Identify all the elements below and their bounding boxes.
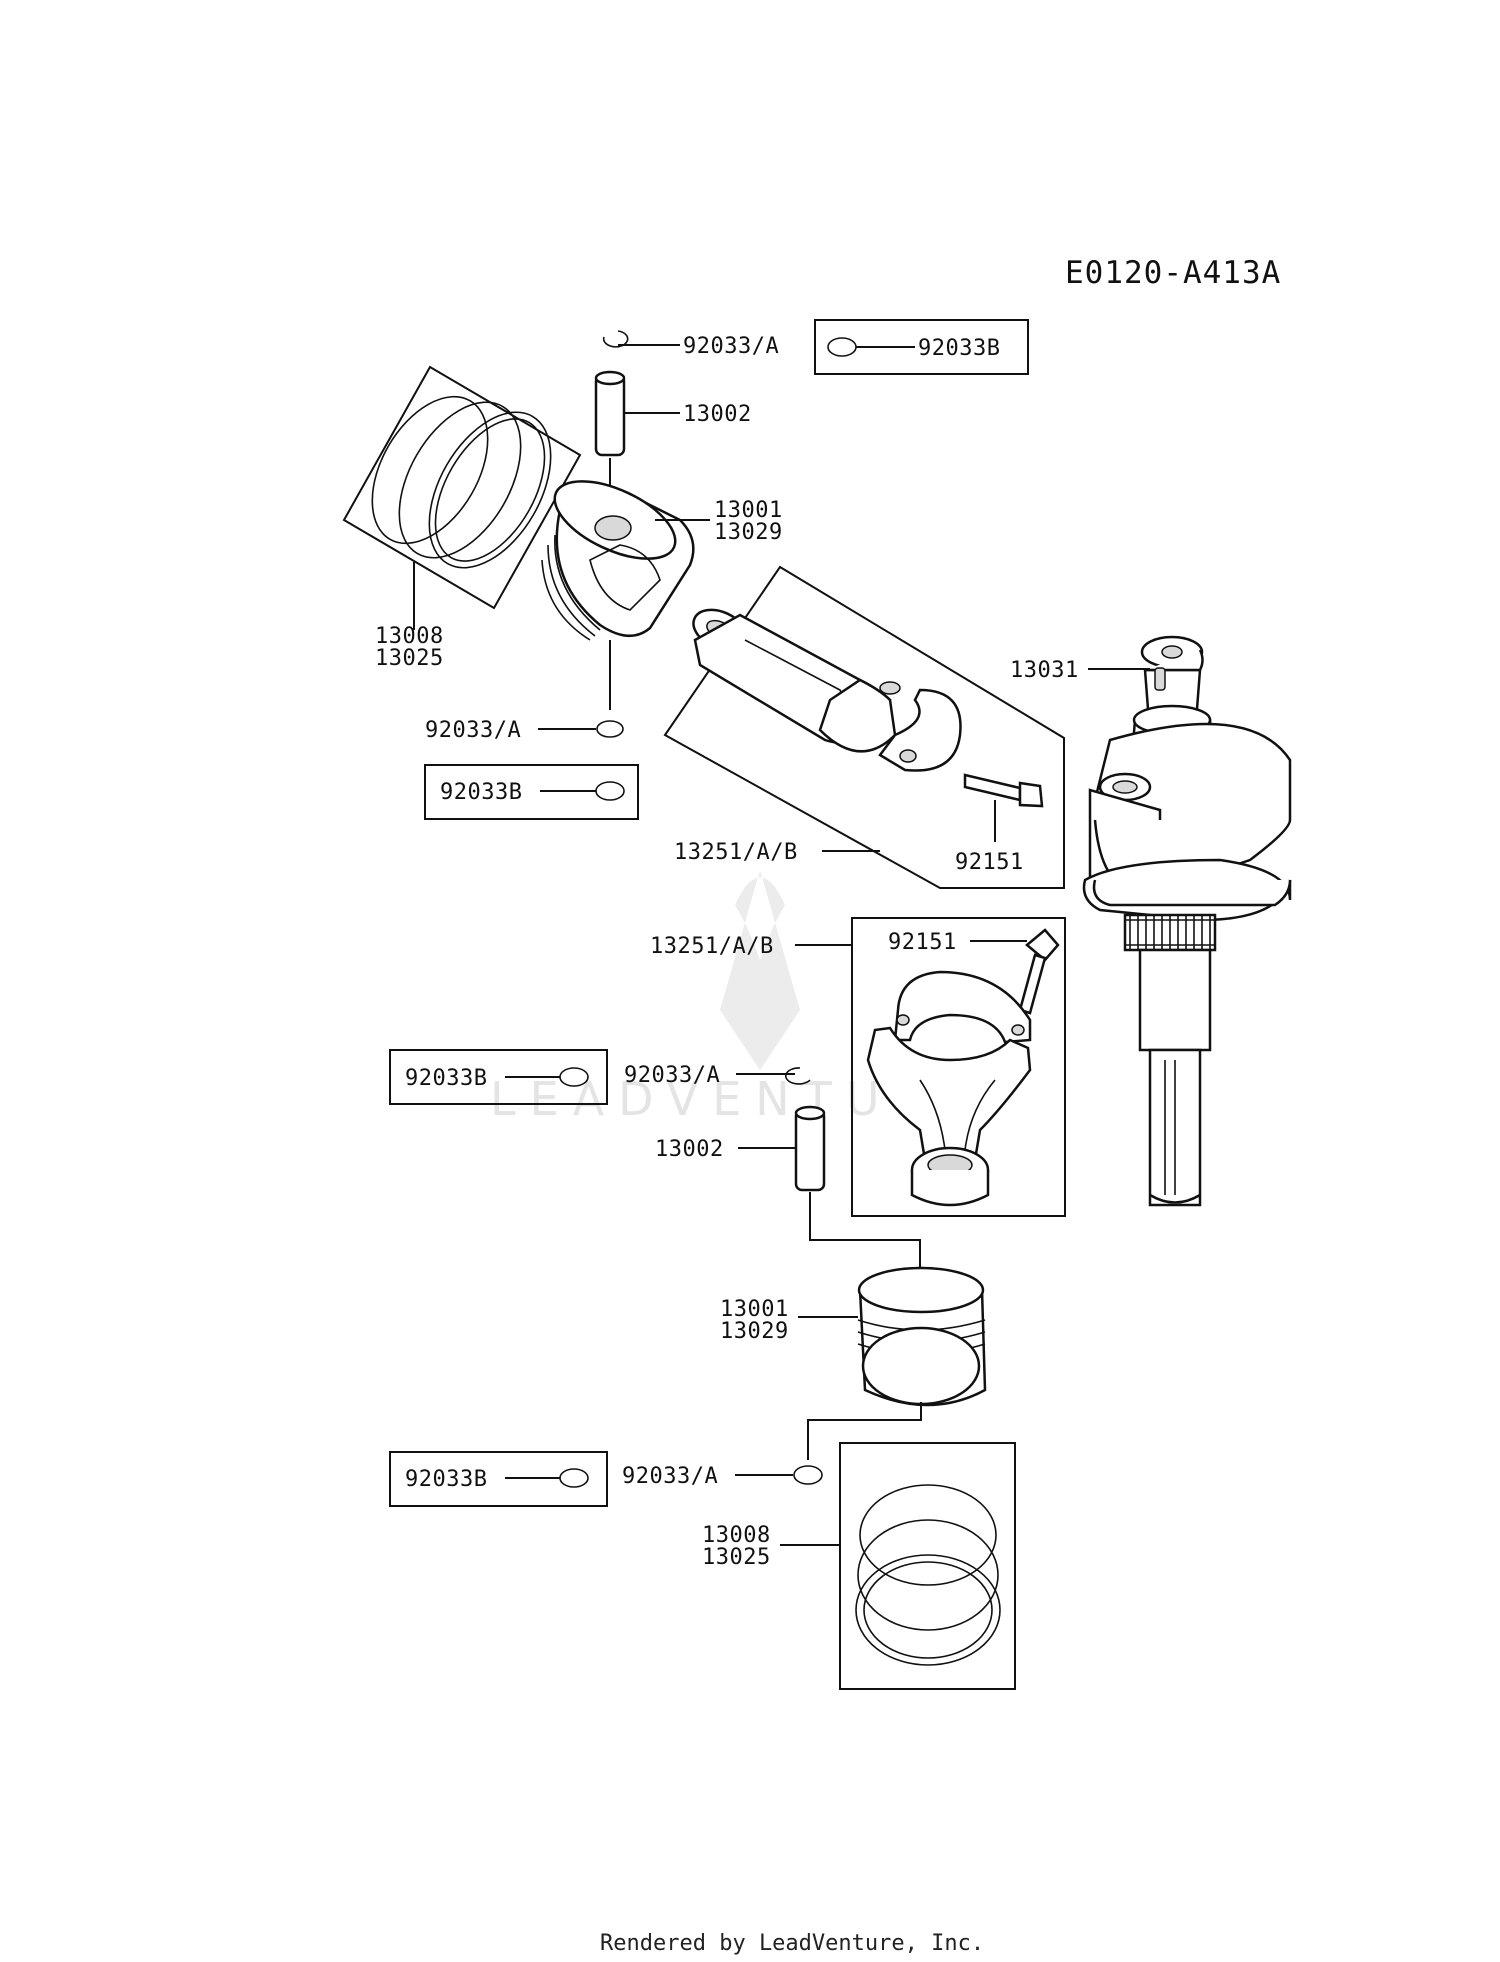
callout-92033a-bottom[interactable]: 92033/A [622, 1464, 718, 1489]
callout-92033a-left[interactable]: 92033/A [425, 718, 521, 743]
callout-13002-top[interactable]: 13002 [683, 402, 752, 427]
piston-rings-bottom[interactable] [855, 1484, 1001, 1666]
footer-text: Rendered by LeadVenture, Inc. [600, 1931, 984, 1956]
piston-lower[interactable] [798, 1266, 987, 1460]
callout-13001-top[interactable]: 13001 [714, 498, 783, 523]
piston-pin-top[interactable] [594, 370, 680, 492]
callout-13029-lower[interactable]: 13029 [720, 1319, 789, 1344]
snap-ring-b-top[interactable] [827, 337, 915, 357]
snap-ring-top[interactable] [602, 330, 680, 348]
snap-ring-b-bottom[interactable] [505, 1468, 589, 1488]
callout-box-92033b-mid [389, 1049, 608, 1105]
connecting-rod-lower[interactable] [866, 970, 1032, 1207]
callout-13031[interactable]: 13031 [1010, 658, 1079, 683]
callout-13008-bottom[interactable]: 13008 [702, 1523, 771, 1548]
snap-ring-b-left[interactable] [540, 781, 625, 801]
watermark-logo-icon [720, 870, 800, 1070]
callout-13025-top[interactable]: 13025 [375, 646, 444, 671]
callout-13029-top[interactable]: 13029 [714, 520, 783, 545]
callout-92151-upper[interactable]: 92151 [955, 850, 1024, 875]
connecting-rod-upper[interactable] [687, 602, 962, 772]
rings-box-bottom [839, 1442, 1016, 1690]
conrod-bolt-upper[interactable] [963, 773, 1044, 842]
callout-box-92033b-bottom [389, 1451, 608, 1507]
callout-13001-lower[interactable]: 13001 [720, 1297, 789, 1322]
callout-13251-upper[interactable]: 13251/A/B [674, 840, 798, 865]
callout-13002-lower[interactable]: 13002 [655, 1137, 724, 1162]
conrod-bolt-lower[interactable] [970, 928, 1060, 1015]
callout-92033b-bottom[interactable]: 92033B [405, 1467, 487, 1492]
callout-92033b-mid[interactable]: 92033B [405, 1066, 487, 1091]
conrod-box-upper [663, 565, 1065, 889]
snap-ring-left[interactable] [538, 720, 624, 738]
callout-92151-lower[interactable]: 92151 [888, 930, 957, 955]
snap-ring-mid[interactable] [736, 1067, 811, 1085]
crankshaft[interactable] [1082, 635, 1292, 1207]
snap-ring-b-mid[interactable] [505, 1067, 589, 1087]
piston-pin-lower[interactable] [738, 1105, 921, 1268]
callout-92033a-mid[interactable]: 92033/A [624, 1063, 720, 1088]
callout-13008-top[interactable]: 13008 [375, 624, 444, 649]
conrod-box-lower [851, 917, 1066, 1217]
callout-92033b-top[interactable]: 92033B [918, 336, 1000, 361]
piston-rings-top[interactable] [348, 377, 575, 589]
callout-13025-bottom[interactable]: 13025 [702, 1545, 771, 1570]
snap-ring-bottom[interactable] [735, 1465, 823, 1485]
callout-92033b-left[interactable]: 92033B [440, 780, 522, 805]
diagram-code: E0120-A413A [1065, 255, 1281, 291]
callout-box-92033b-left [424, 764, 639, 820]
rings-box-top [342, 365, 582, 610]
callout-13251-lower[interactable]: 13251/A/B [650, 934, 774, 959]
piston-top[interactable] [541, 465, 710, 710]
callout-box-92033b-top [814, 319, 1029, 375]
callout-92033a-top[interactable]: 92033/A [683, 334, 779, 359]
